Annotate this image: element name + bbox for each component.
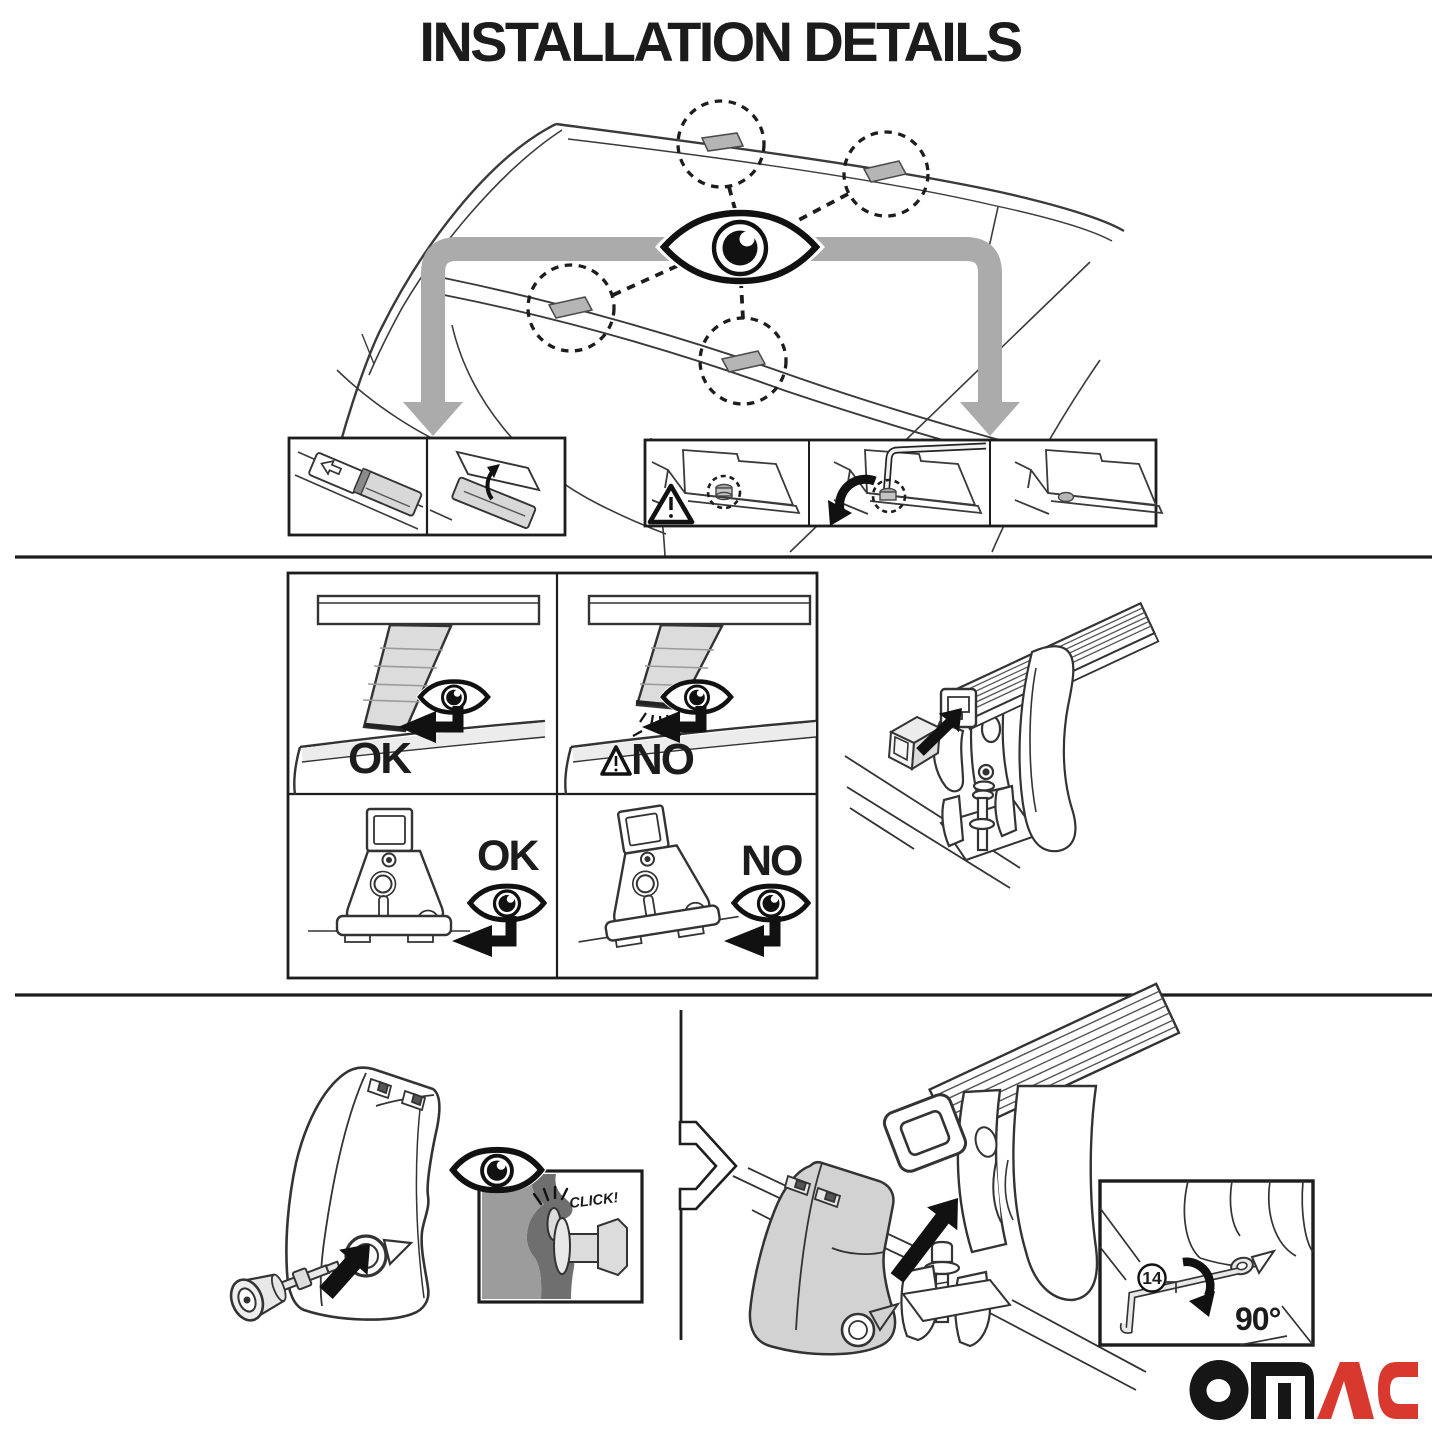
svg-text:NO: NO [631,735,694,784]
svg-text:OK: OK [348,734,412,783]
svg-text:CLICK!: CLICK! [569,1190,620,1212]
svg-text:NO: NO [741,837,802,885]
svg-text:INSTALLATION DETAILS: INSTALLATION DETAILS [419,10,1022,73]
svg-text:90°: 90° [1235,1301,1281,1337]
svg-text:14: 14 [1142,1268,1162,1288]
svg-text:OK: OK [477,832,539,880]
